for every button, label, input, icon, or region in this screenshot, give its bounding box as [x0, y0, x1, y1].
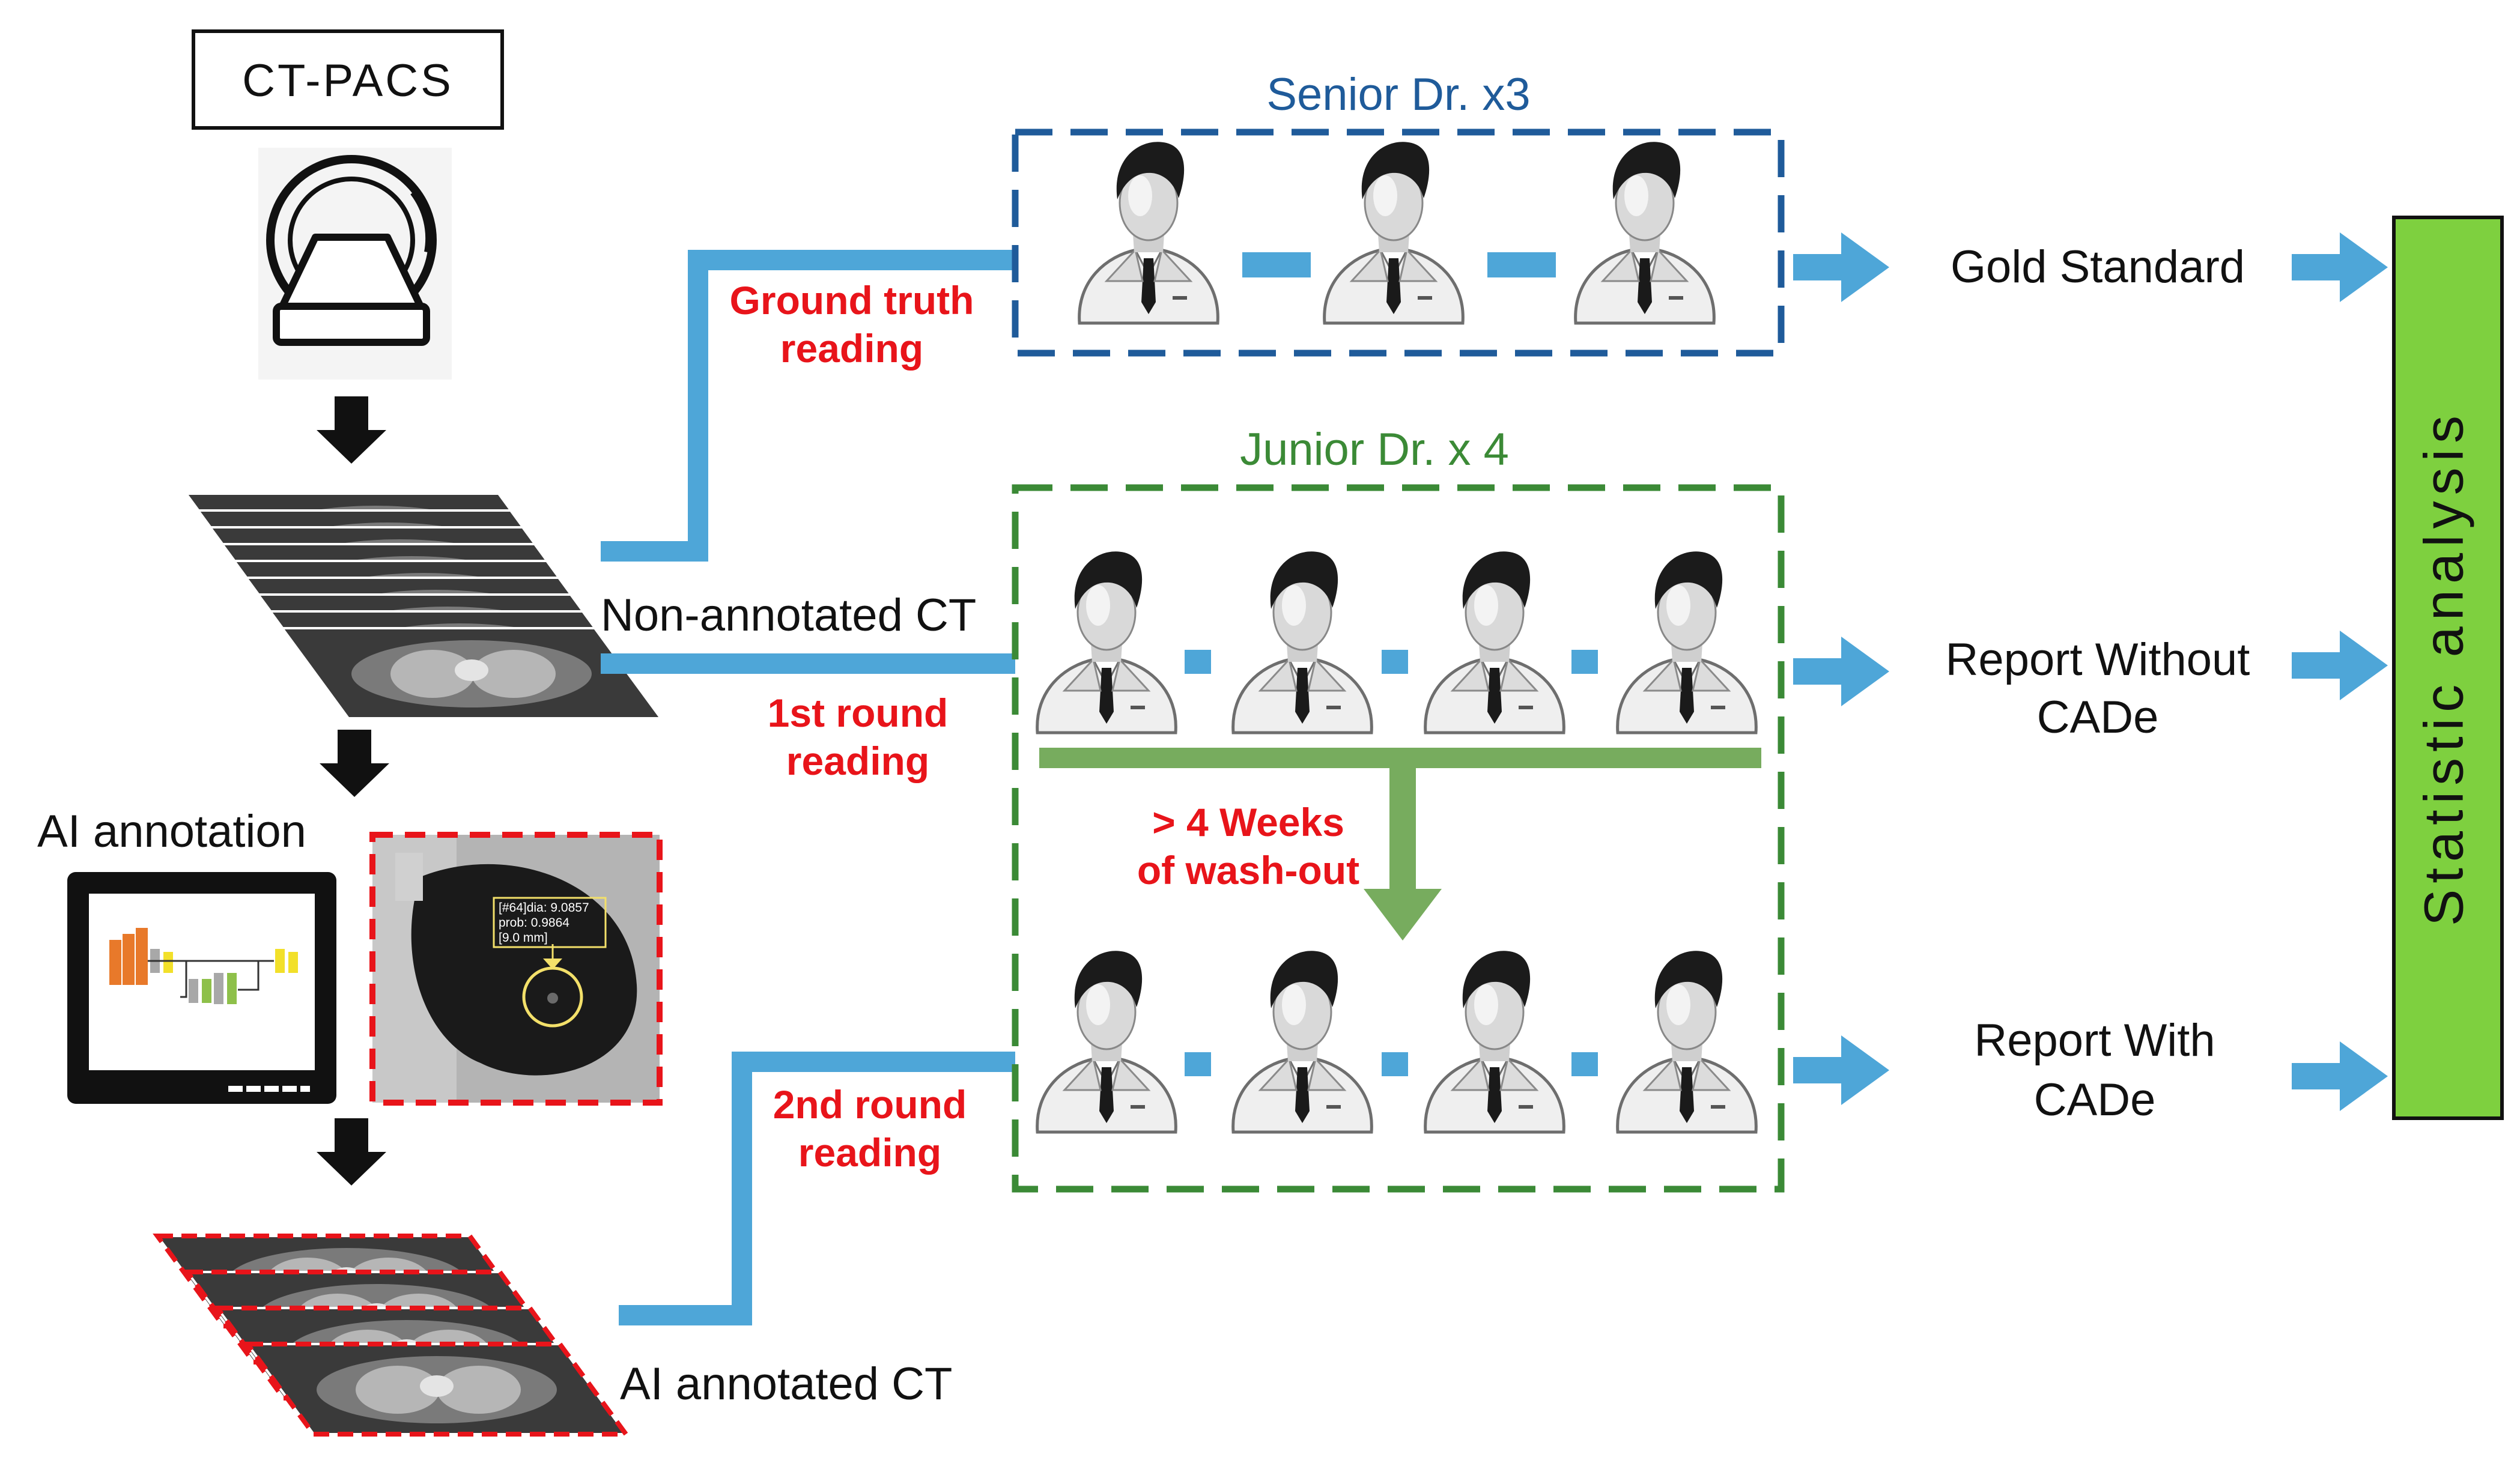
down-arrow-3 [317, 1118, 386, 1186]
ct-pacs-box: CT-PACS [192, 29, 504, 130]
junior-doctor-r1-3 [1425, 551, 1564, 733]
ct-scanner-icon [258, 148, 452, 380]
second-round-reading-line-2: reading [798, 1130, 941, 1175]
junior-doctor-r2-1 [1037, 951, 1176, 1132]
senior-doctors [1079, 142, 1714, 323]
connector-second-round [619, 1052, 1015, 1325]
ai-box-line-2: prob: 0.9864 [499, 916, 569, 930]
report-with-line-1: Report With [1974, 1015, 2215, 1066]
report-without-line-2: CADe [2037, 692, 2159, 743]
statistic-analysis-label: Statistic analysis [2413, 410, 2474, 926]
junior-doctors-round-2 [1037, 951, 1756, 1132]
arrow-to-gold [1793, 232, 1889, 302]
junior-doctor-r2-4 [1618, 951, 1756, 1132]
second-round-reading-line-1: 2nd round [773, 1082, 967, 1127]
ct-stack-ai-annotated [153, 1234, 631, 1437]
connector-ground-truth [601, 250, 1015, 562]
junior-doctors-round-1 [1037, 551, 1756, 733]
ground-truth-reading-line-1: Ground truth [730, 278, 974, 323]
arrow-with-to-analysis [2292, 1041, 2388, 1111]
washout-label-line-1: > 4 Weeks [1152, 800, 1344, 844]
junior-doctor-r1-2 [1233, 551, 1372, 733]
report-without-line-1: Report Without [1946, 634, 2250, 685]
ai-monitor-icon [67, 872, 336, 1104]
senior-doctor-1 [1079, 142, 1218, 323]
junior-doctor-r2-3 [1425, 951, 1564, 1132]
gold-standard-label: Gold Standard [1951, 241, 2245, 292]
junior-doctor-r1-1 [1037, 551, 1176, 733]
washout-label-line-2: of wash-out [1137, 848, 1359, 892]
arrow-without-to-analysis [2292, 631, 2388, 700]
junior-group-title: Junior Dr. x 4 [1240, 424, 1509, 475]
junior-doctor-r1-4 [1618, 551, 1756, 733]
arrow-to-with [1793, 1035, 1889, 1105]
junior-group-box [1012, 484, 1785, 1193]
ai-box-line-1: [#64]dia: 9.0857 [499, 901, 589, 915]
junior-doctor-r2-2 [1233, 951, 1372, 1132]
first-round-reading-line-1: 1st round [768, 691, 949, 735]
statistic-analysis-box: Statistic analysis [2392, 216, 2504, 1120]
ai-detection-image: [#64]dia: 9.0857 prob: 0.9864 [9.0 mm] [369, 832, 663, 1106]
ground-truth-reading-line-2: reading [780, 326, 923, 371]
report-with-line-2: CADe [2034, 1074, 2156, 1125]
down-arrow-2 [320, 730, 389, 797]
ct-stack-non-annotated [185, 492, 662, 719]
first-round-reading-line-2: reading [786, 739, 929, 783]
senior-group-title: Senior Dr. x3 [1266, 69, 1530, 120]
down-arrow-1 [317, 396, 386, 464]
ct-pacs-label: CT-PACS [242, 55, 454, 106]
ai-annotation-label: AI annotation [37, 806, 306, 857]
ai-annotated-ct-label: AI annotated CT [620, 1358, 952, 1410]
arrow-to-without [1793, 637, 1889, 706]
senior-doctor-3 [1576, 142, 1714, 323]
washout-arrow [1039, 748, 1761, 940]
arrow-gold-to-analysis [2292, 232, 2388, 302]
non-annotated-ct-label: Non-annotated CT [601, 590, 976, 641]
ai-box-line-3: [9.0 mm] [499, 931, 548, 945]
senior-doctor-2 [1325, 142, 1463, 323]
